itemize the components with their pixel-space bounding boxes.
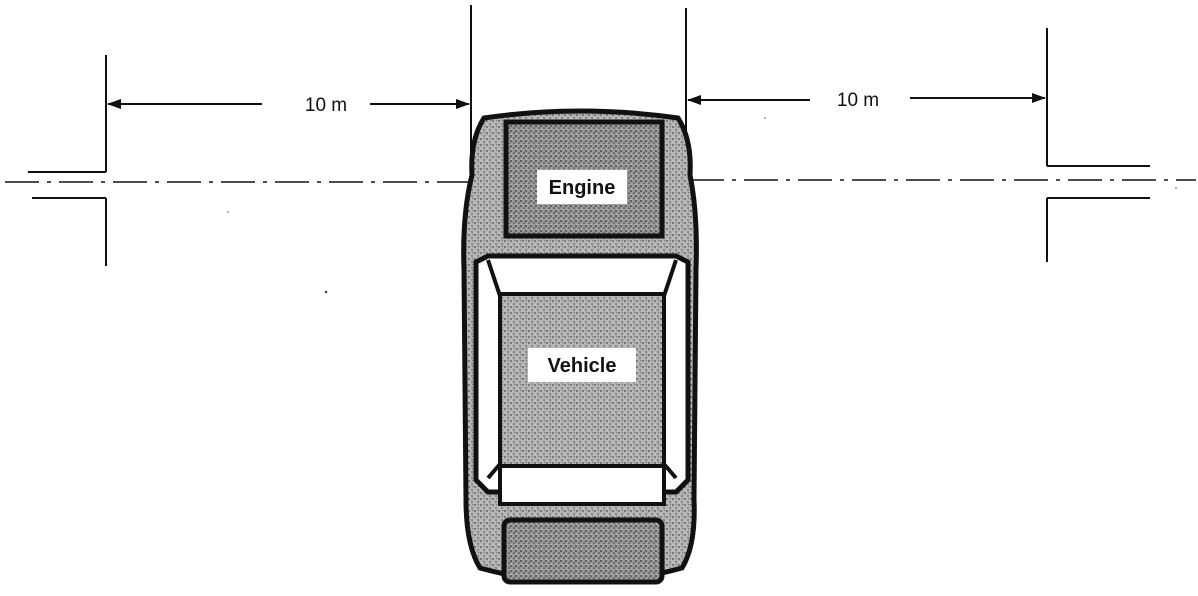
left-boundary-marker bbox=[28, 55, 107, 266]
right-dimension: 10 m bbox=[687, 90, 1046, 111]
rear-compartment bbox=[501, 517, 665, 585]
scan-specks bbox=[227, 117, 1177, 294]
vehicle-label: Vehicle bbox=[548, 355, 617, 377]
left-dimension: 10 m bbox=[107, 95, 470, 116]
vehicle-label-box bbox=[528, 348, 636, 382]
left-distance-label: 10 m bbox=[305, 95, 347, 116]
engine-label-box bbox=[537, 170, 627, 204]
right-distance-label: 10 m bbox=[837, 90, 879, 111]
center-line bbox=[5, 179, 1196, 183]
engine-label: Engine bbox=[549, 177, 616, 199]
rear-window bbox=[498, 464, 666, 506]
vehicle-top-view: Engine Vehicle bbox=[461, 108, 699, 585]
right-boundary-marker bbox=[1046, 28, 1150, 262]
